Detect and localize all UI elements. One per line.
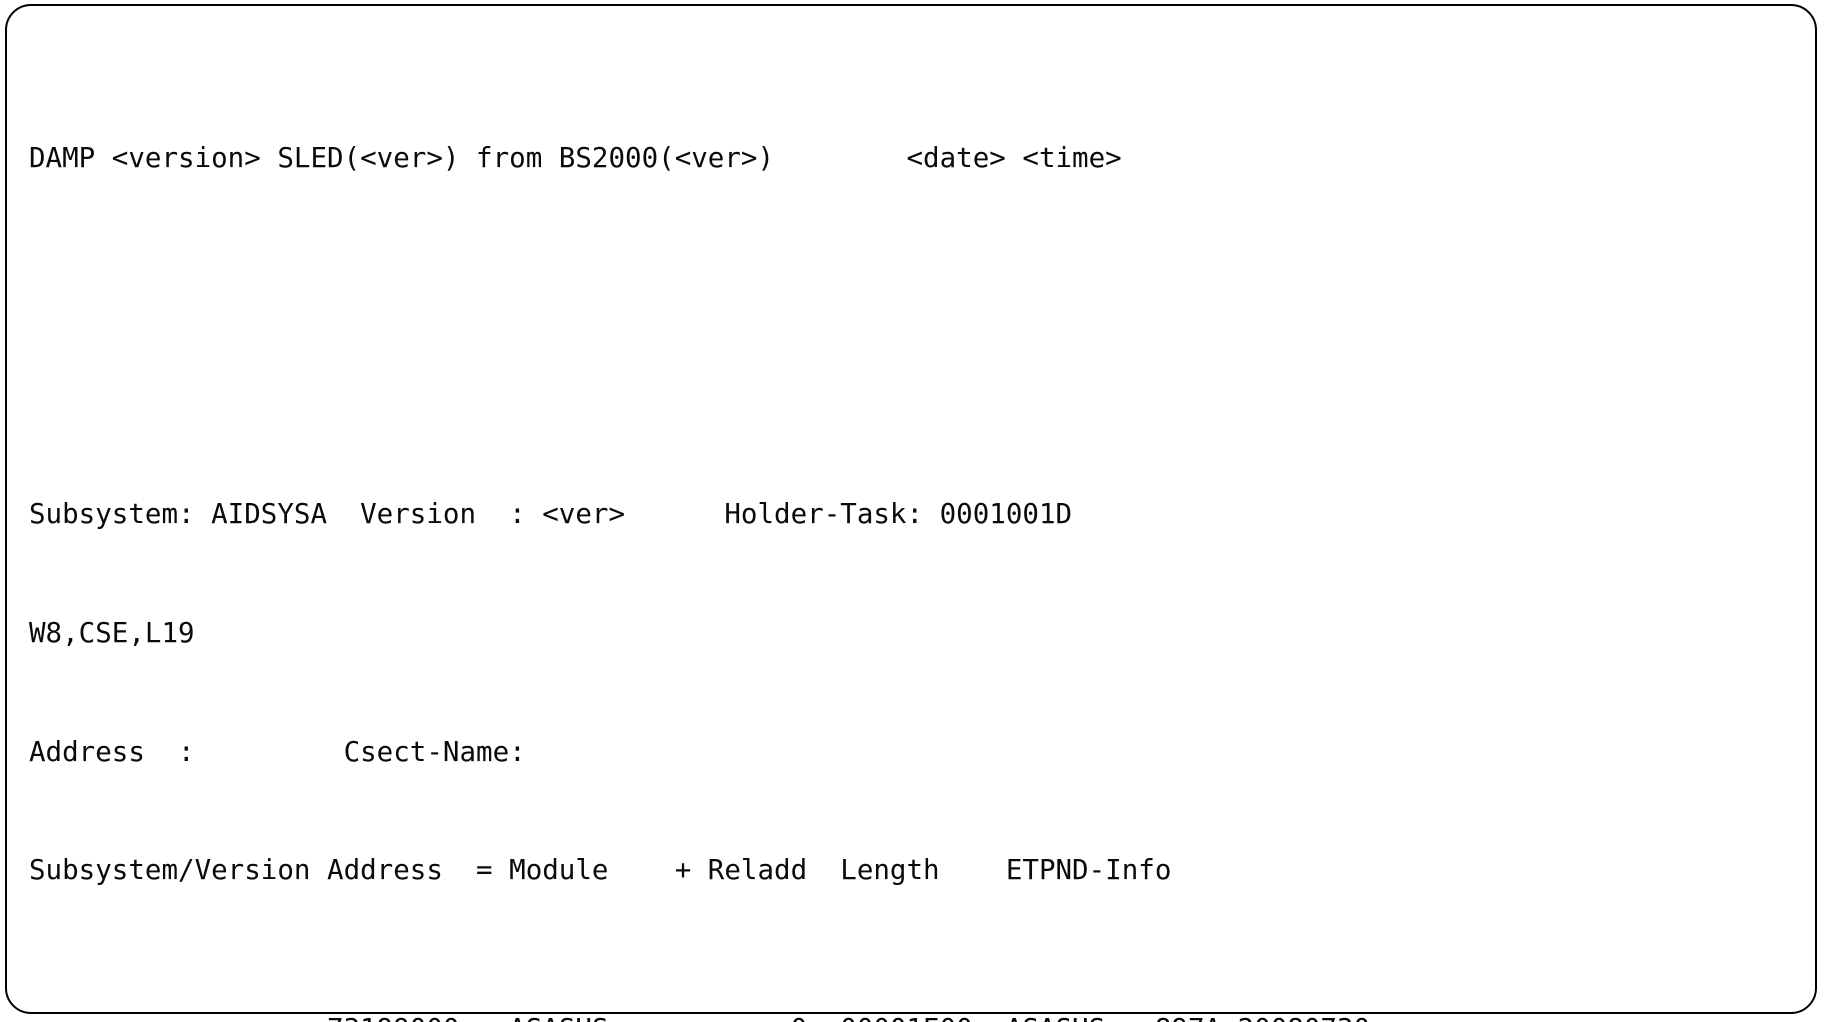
- title-line: DAMP <version> SLED(<ver>) from BS2000(<…: [29, 141, 1122, 174]
- module-table: 73199000 = ASASHS + 0 00001E00 ASASHS 89…: [29, 1010, 1805, 1022]
- table-column-headers: Subsystem/Version Address = Module + Rel…: [29, 854, 1172, 887]
- blank-line-2: [29, 376, 1805, 416]
- address-csect-header-line: Address : Csect-Name:: [29, 735, 526, 768]
- table-row[interactable]: 73199000 = ASASHS + 0 00001E00 ASASHS 89…: [29, 1010, 1805, 1022]
- terminal-frame: DAMP <version> SLED(<ver>) from BS2000(<…: [5, 4, 1817, 1022]
- subsystem-info-line: Subsystem: AIDSYSA Version : <ver> Holde…: [29, 498, 1073, 531]
- subsystem-flags-line: W8,CSE,L19: [29, 616, 195, 649]
- blank-line-1: [29, 258, 1805, 298]
- terminal-screen: DAMP <version> SLED(<ver>) from BS2000(<…: [29, 20, 1805, 1022]
